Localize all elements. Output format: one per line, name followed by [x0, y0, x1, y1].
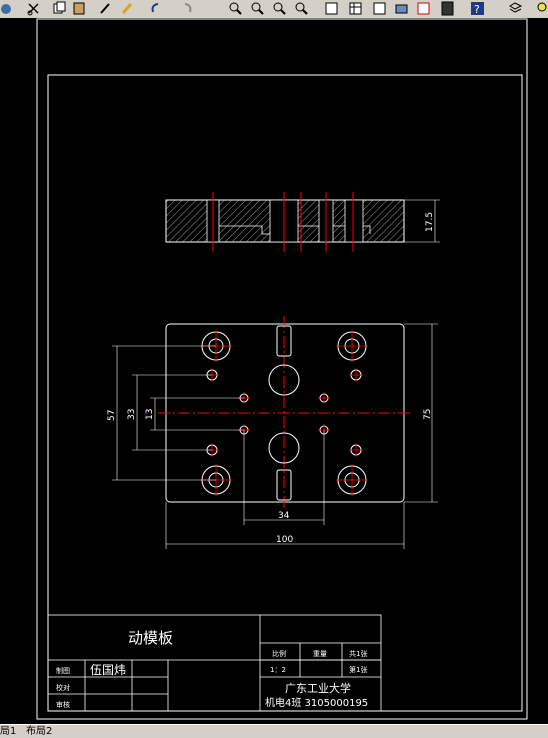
dim-34-text: 34: [278, 511, 290, 521]
class-id: 机电4班 3105000195: [265, 696, 368, 709]
dim-33-text: 33: [127, 409, 137, 420]
front-section-view: 17.5: [165, 192, 440, 252]
tab-layout1[interactable]: 局1: [0, 726, 17, 737]
weight-label: 重量: [313, 650, 327, 658]
zoom-realtime-icon[interactable]: [228, 1, 243, 16]
dim-13-text: 13: [145, 409, 155, 420]
drawing-canvas[interactable]: 17.5: [0, 18, 548, 724]
match-properties-icon[interactable]: [98, 1, 113, 16]
drawn-label: 制图: [56, 666, 70, 675]
cad-toolbar: ?: [0, 0, 548, 19]
dim-75-text: 75: [423, 409, 433, 420]
cut-icon[interactable]: [26, 1, 41, 16]
markup-icon[interactable]: [416, 1, 431, 16]
zoom-window-icon[interactable]: [250, 1, 265, 16]
part-name: 动模板: [128, 629, 173, 647]
help-icon[interactable]: ?: [470, 1, 485, 16]
dim-height-text: 17.5: [425, 212, 435, 232]
layers-icon[interactable]: [508, 1, 523, 16]
checked-label: 校对: [56, 683, 70, 692]
dim-57-text: 57: [107, 410, 117, 421]
dim-100-text: 100: [276, 535, 293, 545]
lightbulb-icon[interactable]: [536, 1, 548, 16]
properties-icon[interactable]: [324, 1, 339, 16]
design-center-icon[interactable]: [348, 1, 363, 16]
layout-tabs: 局1 布局2: [0, 724, 548, 738]
zoom-extents-icon[interactable]: [294, 1, 309, 16]
sheets-label: 共1张: [349, 649, 367, 658]
brush-icon[interactable]: [120, 1, 135, 16]
undo-icon[interactable]: [148, 1, 163, 16]
paper-border: [36, 18, 528, 720]
approved-label: 审核: [56, 700, 70, 709]
scale-value: 1：2: [270, 666, 286, 674]
tab-layout2[interactable]: 布局2: [26, 726, 53, 737]
zoom-previous-icon[interactable]: [272, 1, 287, 16]
paste-icon[interactable]: [72, 1, 87, 16]
school-name: 广东工业大学: [285, 681, 351, 695]
svg-text:?: ?: [474, 3, 480, 16]
copy-icon[interactable]: [52, 1, 67, 16]
calculator-icon[interactable]: [440, 1, 455, 16]
pan-icon[interactable]: [0, 1, 15, 16]
tool-palettes-icon[interactable]: [372, 1, 387, 16]
sheet-no-label: 第1张: [349, 665, 367, 674]
title-block: [47, 614, 382, 712]
sheet-set-icon[interactable]: [394, 1, 409, 16]
drawing-frame: [47, 74, 523, 712]
drawn-name: 伍国炜: [90, 663, 126, 677]
scale-label: 比例: [272, 649, 286, 658]
top-plan-view: 57 33 13 75 34 100: [107, 316, 438, 549]
redo-icon[interactable]: [180, 1, 195, 16]
